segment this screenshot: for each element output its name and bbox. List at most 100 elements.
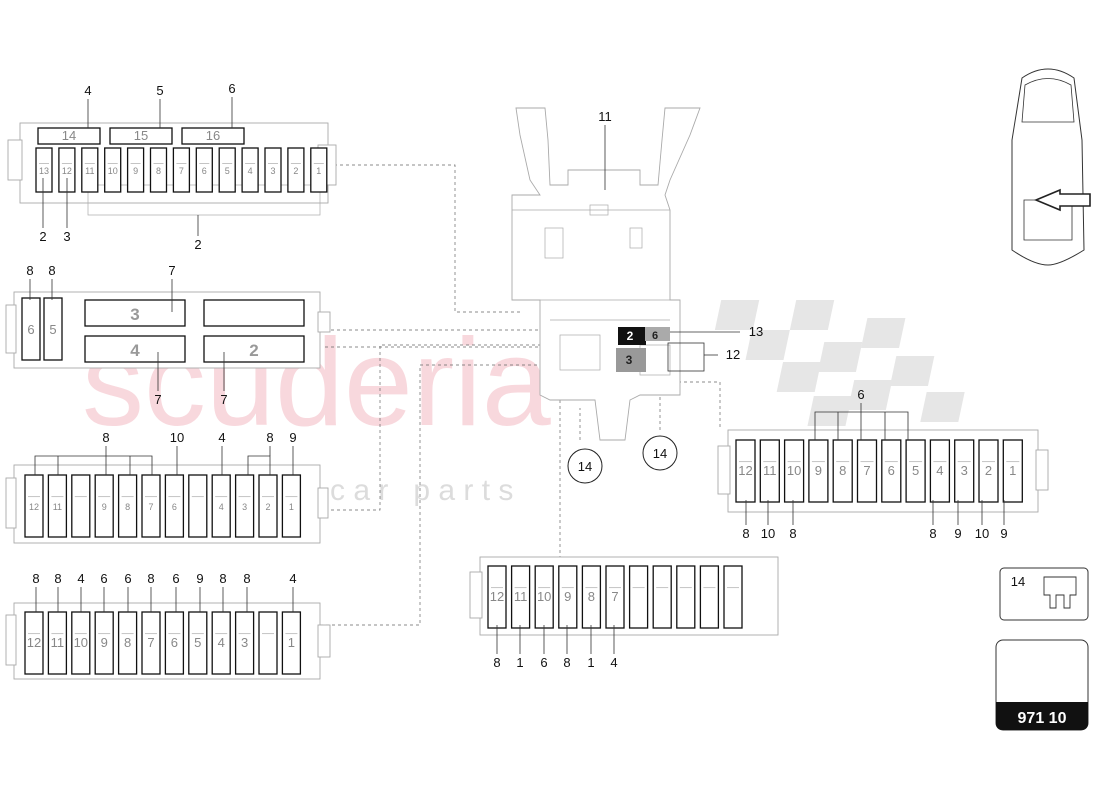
box-b-relay-number: 3 [130,305,139,324]
box-f-slot-number: 7 [863,463,870,478]
box-d-slot-number: 11 [51,635,65,650]
box-e-slot-number: 9 [564,589,571,604]
box-c-fuse-slot [211,474,231,538]
legend-part-box: 14 [999,567,1089,621]
box-c-fuse-slot [281,474,302,538]
callout: 4 [84,83,91,98]
callouts-g: 11 13 12 14 14 [567,109,763,484]
callouts-e: 8 1 6 8 1 4 [493,625,618,670]
callout: 8 [563,655,570,670]
box-a-slot-number: 3 [270,166,275,176]
box-a-slot-number: 8 [156,166,161,176]
box-d-slot-number: 10 [74,635,88,650]
callout: 4 [289,571,296,586]
fuse-icon [1043,576,1077,609]
box-d-slot-number: 6 [171,635,178,650]
box-c-slot-number: 8 [125,502,130,512]
callout: 14 [653,446,667,461]
callouts-d: 8 8 4 6 6 8 6 9 8 8 4 [32,571,297,612]
box-f-fuse-slot [881,439,902,503]
box-c-slot-number: 9 [102,502,107,512]
callout: 8 [243,571,250,586]
box-a-relay [109,127,173,145]
box-c-fuse-slot [47,474,68,538]
box-a-slot-number: 11 [85,166,94,176]
box-a-fuse-slot [218,147,236,193]
callout: 8 [493,655,500,670]
central-tag-2: 2 [627,329,634,343]
box-a-fuse-slot [104,147,122,193]
box-a-slot-number: 6 [202,166,207,176]
box-c-fuse-slot [141,474,161,538]
box-c-slot-number: 3 [242,502,247,512]
callout: 4 [610,655,617,670]
box-d-fuse-slot [24,611,44,675]
box-c-slot-number: 12 [29,502,39,512]
box-e-fuse-slot [558,565,578,629]
box-a-slot-number: 4 [248,166,253,176]
callout: 8 [102,430,109,445]
callout: 9 [289,430,296,445]
box-f-slot-number: 4 [936,463,943,478]
box-d-fuse-slot [234,611,255,675]
box-a-fuse-slot [149,147,168,193]
relay-tag-2-icon [618,327,646,345]
callout: 8 [266,430,273,445]
box-d-fuse-slot [47,611,68,675]
box-a-relay [181,127,245,145]
callout: 10 [761,526,775,541]
box-a-fuse-slot [172,147,191,193]
box-e-slot-number: 8 [588,589,595,604]
box-c-fuse-slot [164,474,185,538]
box-d-fuse-slot [211,611,231,675]
callouts-f: 6 8 10 8 8 9 10 9 [742,387,1007,541]
box-b-relay [203,299,305,327]
callout: 8 [742,526,749,541]
box-f-slot-number: 5 [912,463,919,478]
callout: 12 [726,347,740,362]
box-e-slot-number: 11 [514,589,528,604]
box-e-slot-number: 10 [537,589,551,604]
box-f-fuse-slot [783,439,805,503]
callouts-c: 8 10 4 8 9 [34,430,297,475]
callout: 1 [516,655,523,670]
box-f-slot-number: 3 [961,463,968,478]
box-c-slot-number: 11 [53,502,62,512]
callouts-a: 4 5 6 2 3 2 [39,81,235,252]
callout: 6 [857,387,864,402]
box-c-fuse-slot [258,474,278,538]
callout: 13 [749,324,763,339]
page-code-box: 971 10 [995,639,1089,731]
box-a-fuse-slot [310,147,328,193]
box-b-relay [203,335,305,363]
relay-tag-3-icon [616,348,646,372]
central-tag-3: 3 [626,353,633,367]
watermark-flag [714,300,965,426]
box-c-fuse-slot [71,474,91,538]
callout: 8 [26,263,33,278]
box-d-slot-number: 12 [27,635,41,650]
box-e-fuse-slot [581,565,602,629]
box-a-slot-number: 12 [62,166,72,176]
box-c-fuse-slot [117,474,138,538]
box-d-slot-number: 9 [101,635,108,650]
box-f-fuse-slot [929,439,951,503]
box-f-fuse-slot [1002,439,1023,503]
page-code: 971 10 [1018,710,1067,727]
callout: 4 [218,430,225,445]
box-e-fuse-slot [510,565,531,629]
box-f-fuse-slot [759,439,780,503]
box-b-fuse [43,297,63,361]
box-b-fuse-number: 6 [27,322,34,337]
box-d-fuse-slot [164,611,185,675]
watermark-subtitle: c a r p a r t s [330,474,513,507]
callout: 9 [1000,526,1007,541]
box-e-fuse-slot [699,565,720,629]
box-c-slot-number: 7 [148,502,153,512]
box-a-slot-number: 7 [179,166,184,176]
box-c-slot-number: 4 [219,502,224,512]
box-d-fuse-slot [281,611,302,675]
